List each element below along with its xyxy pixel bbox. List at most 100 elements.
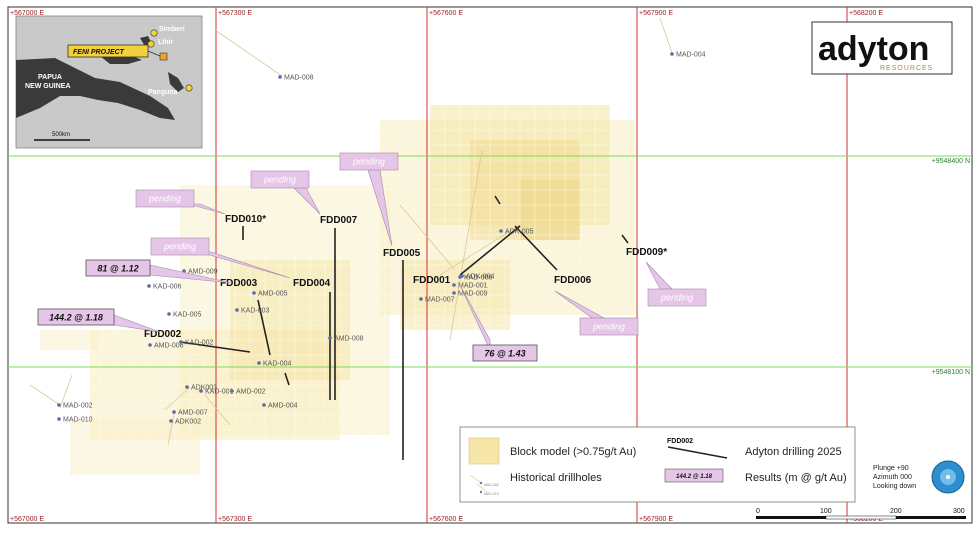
easting-label-top: +567000 E — [10, 10, 44, 17]
easting-label-bottom: +567000 E — [10, 516, 44, 523]
historical-hole: AMD-004 — [262, 403, 298, 410]
historical-hole: KAD-006 — [147, 284, 182, 291]
hole-label: AMD-008 — [334, 336, 364, 343]
historical-hole: MAD-002 — [57, 403, 93, 410]
view-azimuth: Azimuth 000 — [873, 474, 912, 481]
inset-feni-project: FENI PROJECT — [73, 49, 125, 56]
hole-label: AMD-004 — [268, 403, 298, 410]
historical-hole: MAD-001 — [452, 283, 488, 290]
pending-callout: pending — [150, 237, 291, 279]
historical-hole: AMD-006 — [148, 343, 184, 350]
easting-label-bottom: +567900 E — [639, 516, 673, 523]
drillhole-label: FDD004 — [293, 278, 331, 289]
result-callout: 144.2 @ 1.18 — [37, 308, 161, 333]
legend-adyton: Adyton drilling 2025 — [745, 446, 842, 458]
result-callout: 81 @ 1.12 — [85, 259, 233, 284]
historical-hole: KAD-002 — [179, 340, 214, 347]
inset-scale: 500km — [52, 132, 70, 138]
inset-new-guinea: NEW GUINEA — [25, 83, 71, 90]
legend-block-model: Block model (>0.75g/t Au) — [510, 446, 636, 458]
historical-hole: KAD-004 — [257, 361, 292, 368]
historical-hole: ADK-005 — [499, 229, 534, 236]
scale-tick: 100 — [820, 508, 832, 515]
hole-label: AMD-007 — [178, 410, 208, 417]
hole-label: MAD-008 — [284, 75, 314, 82]
northing-label: +9548400 N — [932, 158, 970, 165]
historical-hole: MAD-009 — [452, 291, 488, 298]
hole-label: MAD-004 — [676, 52, 706, 59]
historical-holes: MAD-008MAD-004AMD-009KAD-006AMD-005KAD-0… — [57, 52, 706, 426]
hole-label: AMD-005 — [258, 291, 288, 298]
historical-hole: AMD-002 — [230, 389, 266, 396]
hole-label: KAD-004 — [263, 361, 292, 368]
scale-tick: 0 — [756, 508, 760, 515]
hole-label: KAD-006 — [464, 275, 493, 282]
hole-label: AMD-002 — [236, 389, 266, 396]
hole-label: MAD-001 — [458, 283, 488, 290]
historical-hole: ADK002 — [169, 419, 201, 426]
drillhole-label: FDD007 — [320, 215, 358, 226]
logo-sub: RESOURCES — [880, 65, 933, 72]
view-looking: Looking down — [873, 483, 916, 490]
drillhole-label: FDD002 — [144, 329, 182, 340]
location-inset: Simberi Lihir FENI PROJECT PAPUA NEW GUI… — [15, 15, 203, 149]
result-callouts: 81 @ 1.12 144.2 @ 1.18 76 @ 1.43 — [37, 259, 538, 362]
drillhole-label: FDD003 — [220, 278, 258, 289]
hole-label: AMD-006 — [154, 343, 184, 350]
hole-label: MAD-002 — [63, 403, 93, 410]
scale-bar: 0 100 200 300 — [756, 508, 966, 520]
historical-hole: ADK003 — [185, 385, 217, 392]
hole-label: MAD-009 — [458, 291, 488, 298]
legend-hole-sample: MAD-010 — [484, 492, 499, 496]
hole-label: ADK-005 — [505, 229, 534, 236]
hole-label: MAD-007 — [425, 297, 455, 304]
pending-label: pending — [352, 157, 385, 167]
scale-tick: 200 — [890, 508, 902, 515]
legend-drill-label: FDD002 — [667, 438, 693, 445]
historical-hole: AMD-008 — [328, 336, 364, 343]
hole-label: MAD-010 — [63, 417, 93, 424]
historical-hole: KAD-006 — [458, 275, 493, 282]
legend-results: Results (m @ g/t Au) — [745, 472, 847, 484]
map-legend: Block model (>0.75g/t Au) MAD-002 MAD-01… — [459, 426, 856, 503]
historical-hole: MAD-007 — [419, 297, 455, 304]
historical-hole: MAD-010 — [57, 417, 93, 424]
easting-label-top: +567300 E — [218, 10, 252, 17]
pending-label: pending — [148, 194, 181, 204]
adyton-holes: FDD010*FDD007FDD005FDD004FDD003FDD002FDD… — [144, 214, 667, 340]
historical-hole: AMD-007 — [172, 410, 208, 417]
historical-hole: MAD-008 — [278, 75, 314, 82]
drillhole-label: FDD009* — [626, 247, 667, 258]
inset-simberi: Simberi — [159, 26, 185, 33]
result-label: 144.2 @ 1.18 — [49, 313, 103, 323]
inset-papua: PAPUA — [38, 74, 62, 81]
easting-label-bottom: +567600 E — [429, 516, 463, 523]
hole-label: KAD-003 — [241, 308, 270, 315]
adyton-traces — [179, 195, 629, 460]
pending-callout: pending — [554, 290, 639, 336]
legend-hole-sample: MAD-002 — [484, 483, 499, 487]
easting-label-top: +567600 E — [429, 10, 463, 17]
hole-label: ADK003 — [191, 385, 217, 392]
drillhole-label: FDD006 — [554, 275, 592, 286]
inset-lihir: Lihir — [158, 39, 173, 46]
historical-hole: AMD-009 — [182, 269, 218, 276]
pending-label: pending — [263, 175, 296, 185]
pending-label: pending — [660, 293, 693, 303]
block-grid — [39, 99, 641, 480]
hole-label: ADK-004 — [466, 274, 495, 281]
scale-tick: 300 — [953, 508, 965, 515]
historical-traces — [29, 17, 673, 446]
historical-hole: KAD-003 — [235, 308, 270, 315]
historical-hole: KAD-001 — [199, 389, 234, 396]
easting-label-top: +567900 E — [639, 10, 673, 17]
pending-label: pending — [592, 322, 625, 332]
historical-hole: KAD-005 — [167, 312, 202, 319]
hole-label: KAD-002 — [185, 340, 214, 347]
result-label: 76 @ 1.43 — [484, 349, 525, 359]
logo-brand: adyton — [818, 30, 929, 68]
view-plunge: Plunge +90 — [873, 465, 909, 472]
view-info: Plunge +90 Azimuth 000 Looking down — [873, 460, 965, 494]
hole-label: KAD-001 — [205, 389, 234, 396]
